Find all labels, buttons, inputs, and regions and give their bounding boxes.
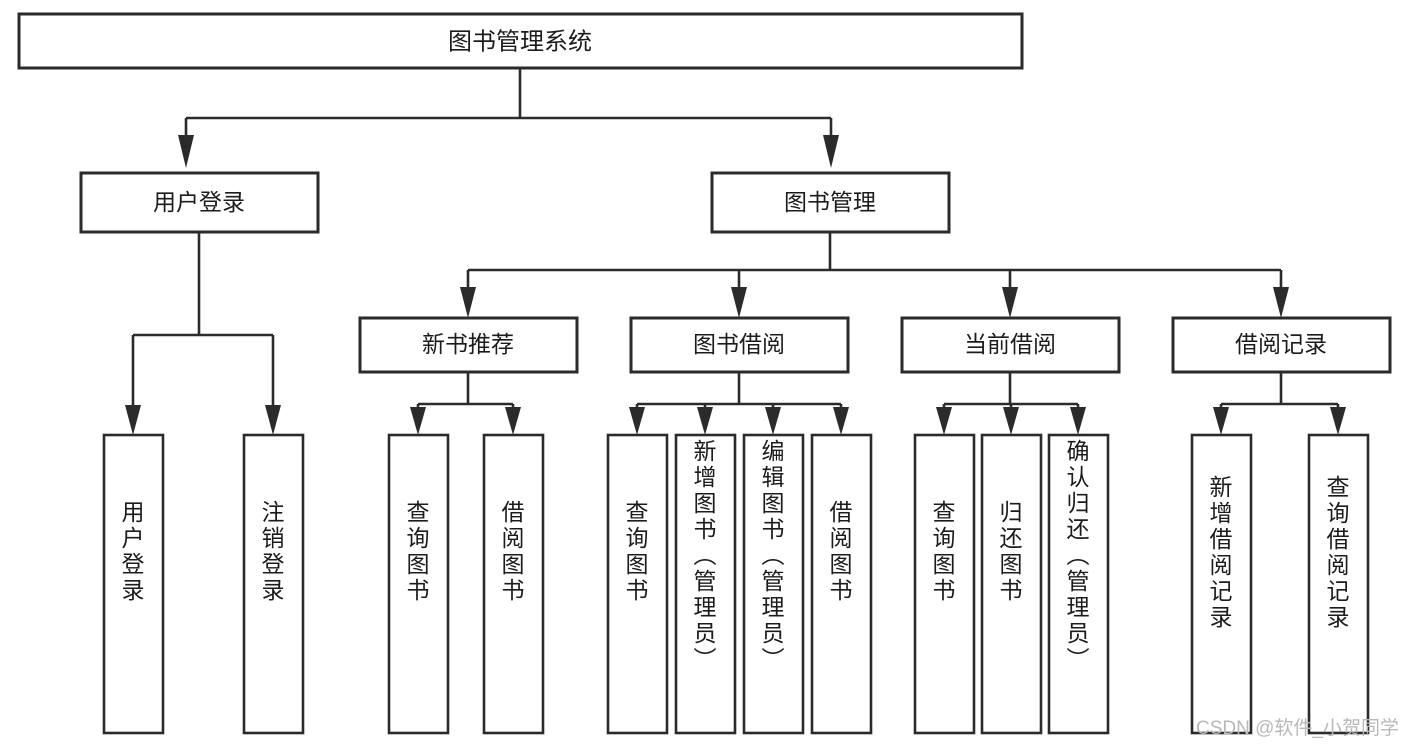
node-current-borrow[interactable]: 当前借阅 (900, 316, 1121, 374)
leaf-borrow-book-1-label: 借阅图书 (502, 499, 525, 603)
leaf-add-record[interactable]: 新增借阅记录 (1190, 433, 1253, 735)
leaf-confirm-return-label: 确认归还︵管理员︶ (1067, 438, 1090, 672)
node-book-borrow[interactable]: 图书借阅 (629, 316, 850, 374)
node-borrow-record-label: 借阅记录 (1235, 331, 1327, 357)
arrow-head-current-borrow (1002, 287, 1018, 318)
leaf-confirm-return-box[interactable] (1047, 433, 1110, 735)
arrow-head-leaf-add-record (1213, 407, 1229, 435)
leaf-user-logout-label: 注销登录 (262, 499, 285, 603)
leaf-query-book-3-label: 查询图书 (933, 499, 956, 603)
node-user-login-label: 用户登录 (153, 189, 245, 215)
leaf-add-book[interactable]: 新增图书︵管理员︶ (674, 433, 737, 735)
leaf-query-book-1-box[interactable] (387, 433, 450, 735)
connector-book-borrow-to-leaves (629, 372, 849, 435)
leaf-borrow-book-2[interactable]: 借阅图书 (810, 433, 873, 735)
leaf-user-logout-box[interactable] (242, 433, 305, 735)
arrow-head-leaf-add-book (697, 407, 713, 435)
arrow-head-book-manage (823, 135, 839, 168)
node-book-manage[interactable]: 图书管理 (710, 171, 951, 234)
leaf-borrow-book-2-box[interactable] (810, 433, 873, 735)
arrow-head-leaf-edit-book (765, 407, 781, 435)
connector-new-book-recommend-to-leaves (410, 372, 521, 435)
leaf-user-login-label: 用户登录 (122, 499, 145, 603)
leaf-add-record-label: 新增借阅记录 (1210, 474, 1233, 630)
arrow-head-leaf-borrow-book-2 (833, 407, 849, 435)
node-root-box[interactable] (17, 12, 1024, 70)
leaf-edit-book-label: 编辑图书︵管理员︶ (762, 438, 785, 672)
leaf-edit-book-box[interactable] (742, 433, 805, 735)
arrow-head-leaf-user-logout (265, 405, 281, 435)
node-book-borrow-label: 图书借阅 (693, 331, 785, 357)
arrow-head-leaf-query-record (1330, 407, 1346, 435)
leaf-user-logout[interactable]: 注销登录 (242, 433, 305, 735)
csdn-watermark: CSDN @软件_小贺同学 (1196, 717, 1399, 739)
leaf-borrow-book-1[interactable]: 借阅图书 (482, 433, 545, 735)
leaf-borrow-book-1-box[interactable] (482, 433, 545, 735)
arrow-head-borrow-record (1273, 287, 1289, 318)
node-current-borrow-label: 当前借阅 (964, 331, 1056, 357)
arrow-head-new-book-recommend (460, 287, 476, 318)
node-new-book-recommend-box[interactable] (358, 316, 579, 374)
leaf-add-book-box[interactable] (674, 433, 737, 735)
arrow-head-book-borrow (731, 287, 747, 318)
leaf-query-book-3-box[interactable] (913, 433, 976, 735)
leaf-return-book-label: 归还图书 (1000, 499, 1023, 603)
leaf-borrow-book-2-label: 借阅图书 (830, 499, 853, 603)
leaf-user-login-box[interactable] (102, 433, 165, 735)
leaf-add-record-box[interactable] (1190, 433, 1253, 735)
node-borrow-record[interactable]: 借阅记录 (1171, 316, 1392, 374)
leaf-query-book-1[interactable]: 查询图书 (387, 433, 450, 735)
arrow-head-user-login (178, 135, 194, 168)
connector-user-login-to-leaves (125, 232, 281, 435)
leaf-query-book-2-label: 查询图书 (626, 499, 649, 603)
leaf-return-book-box[interactable] (980, 433, 1043, 735)
connector-current-borrow-to-leaves (936, 372, 1086, 435)
leaf-query-record-label: 查询借阅记录 (1327, 474, 1350, 630)
arrow-head-leaf-borrow-book-1 (505, 407, 521, 435)
leaf-query-book-2[interactable]: 查询图书 (606, 433, 669, 735)
node-borrow-record-box[interactable] (1171, 316, 1392, 374)
node-book-manage-label: 图书管理 (784, 189, 876, 215)
leaf-confirm-return[interactable]: 确认归还︵管理员︶ (1047, 433, 1110, 735)
node-new-book-recommend[interactable]: 新书推荐 (358, 316, 579, 374)
leaf-query-book-2-box[interactable] (606, 433, 669, 735)
arrow-head-leaf-return-book (1003, 407, 1019, 435)
connector-book-manage-to-level3 (460, 232, 1289, 318)
connector-root-to-level2 (178, 68, 839, 168)
node-root-label: 图书管理系统 (448, 28, 592, 55)
leaf-user-login[interactable]: 用户登录 (102, 433, 165, 735)
leaf-edit-book[interactable]: 编辑图书︵管理员︶ (742, 433, 805, 735)
node-current-borrow-box[interactable] (900, 316, 1121, 374)
leaf-query-book-1-label: 查询图书 (407, 499, 430, 603)
arrow-head-leaf-query-book-3 (936, 407, 952, 435)
arrow-head-leaf-query-book-2 (629, 407, 645, 435)
node-book-borrow-box[interactable] (629, 316, 850, 374)
arrow-head-leaf-query-book-1 (410, 407, 426, 435)
leaf-query-record[interactable]: 查询借阅记录 (1307, 433, 1370, 735)
node-new-book-recommend-label: 新书推荐 (422, 331, 514, 357)
connector-borrow-record-to-leaves (1213, 372, 1346, 435)
leaf-return-book[interactable]: 归还图书 (980, 433, 1043, 735)
node-book-manage-box[interactable] (710, 171, 951, 234)
node-root[interactable]: 图书管理系统 (17, 12, 1024, 70)
arrow-head-leaf-confirm-return (1070, 407, 1086, 435)
leaf-query-book-3[interactable]: 查询图书 (913, 433, 976, 735)
arrow-head-leaf-user-login (125, 405, 141, 435)
leaf-add-book-label: 新增图书︵管理员︶ (694, 438, 717, 672)
leaf-query-record-box[interactable] (1307, 433, 1370, 735)
node-user-login[interactable]: 用户登录 (79, 171, 320, 234)
